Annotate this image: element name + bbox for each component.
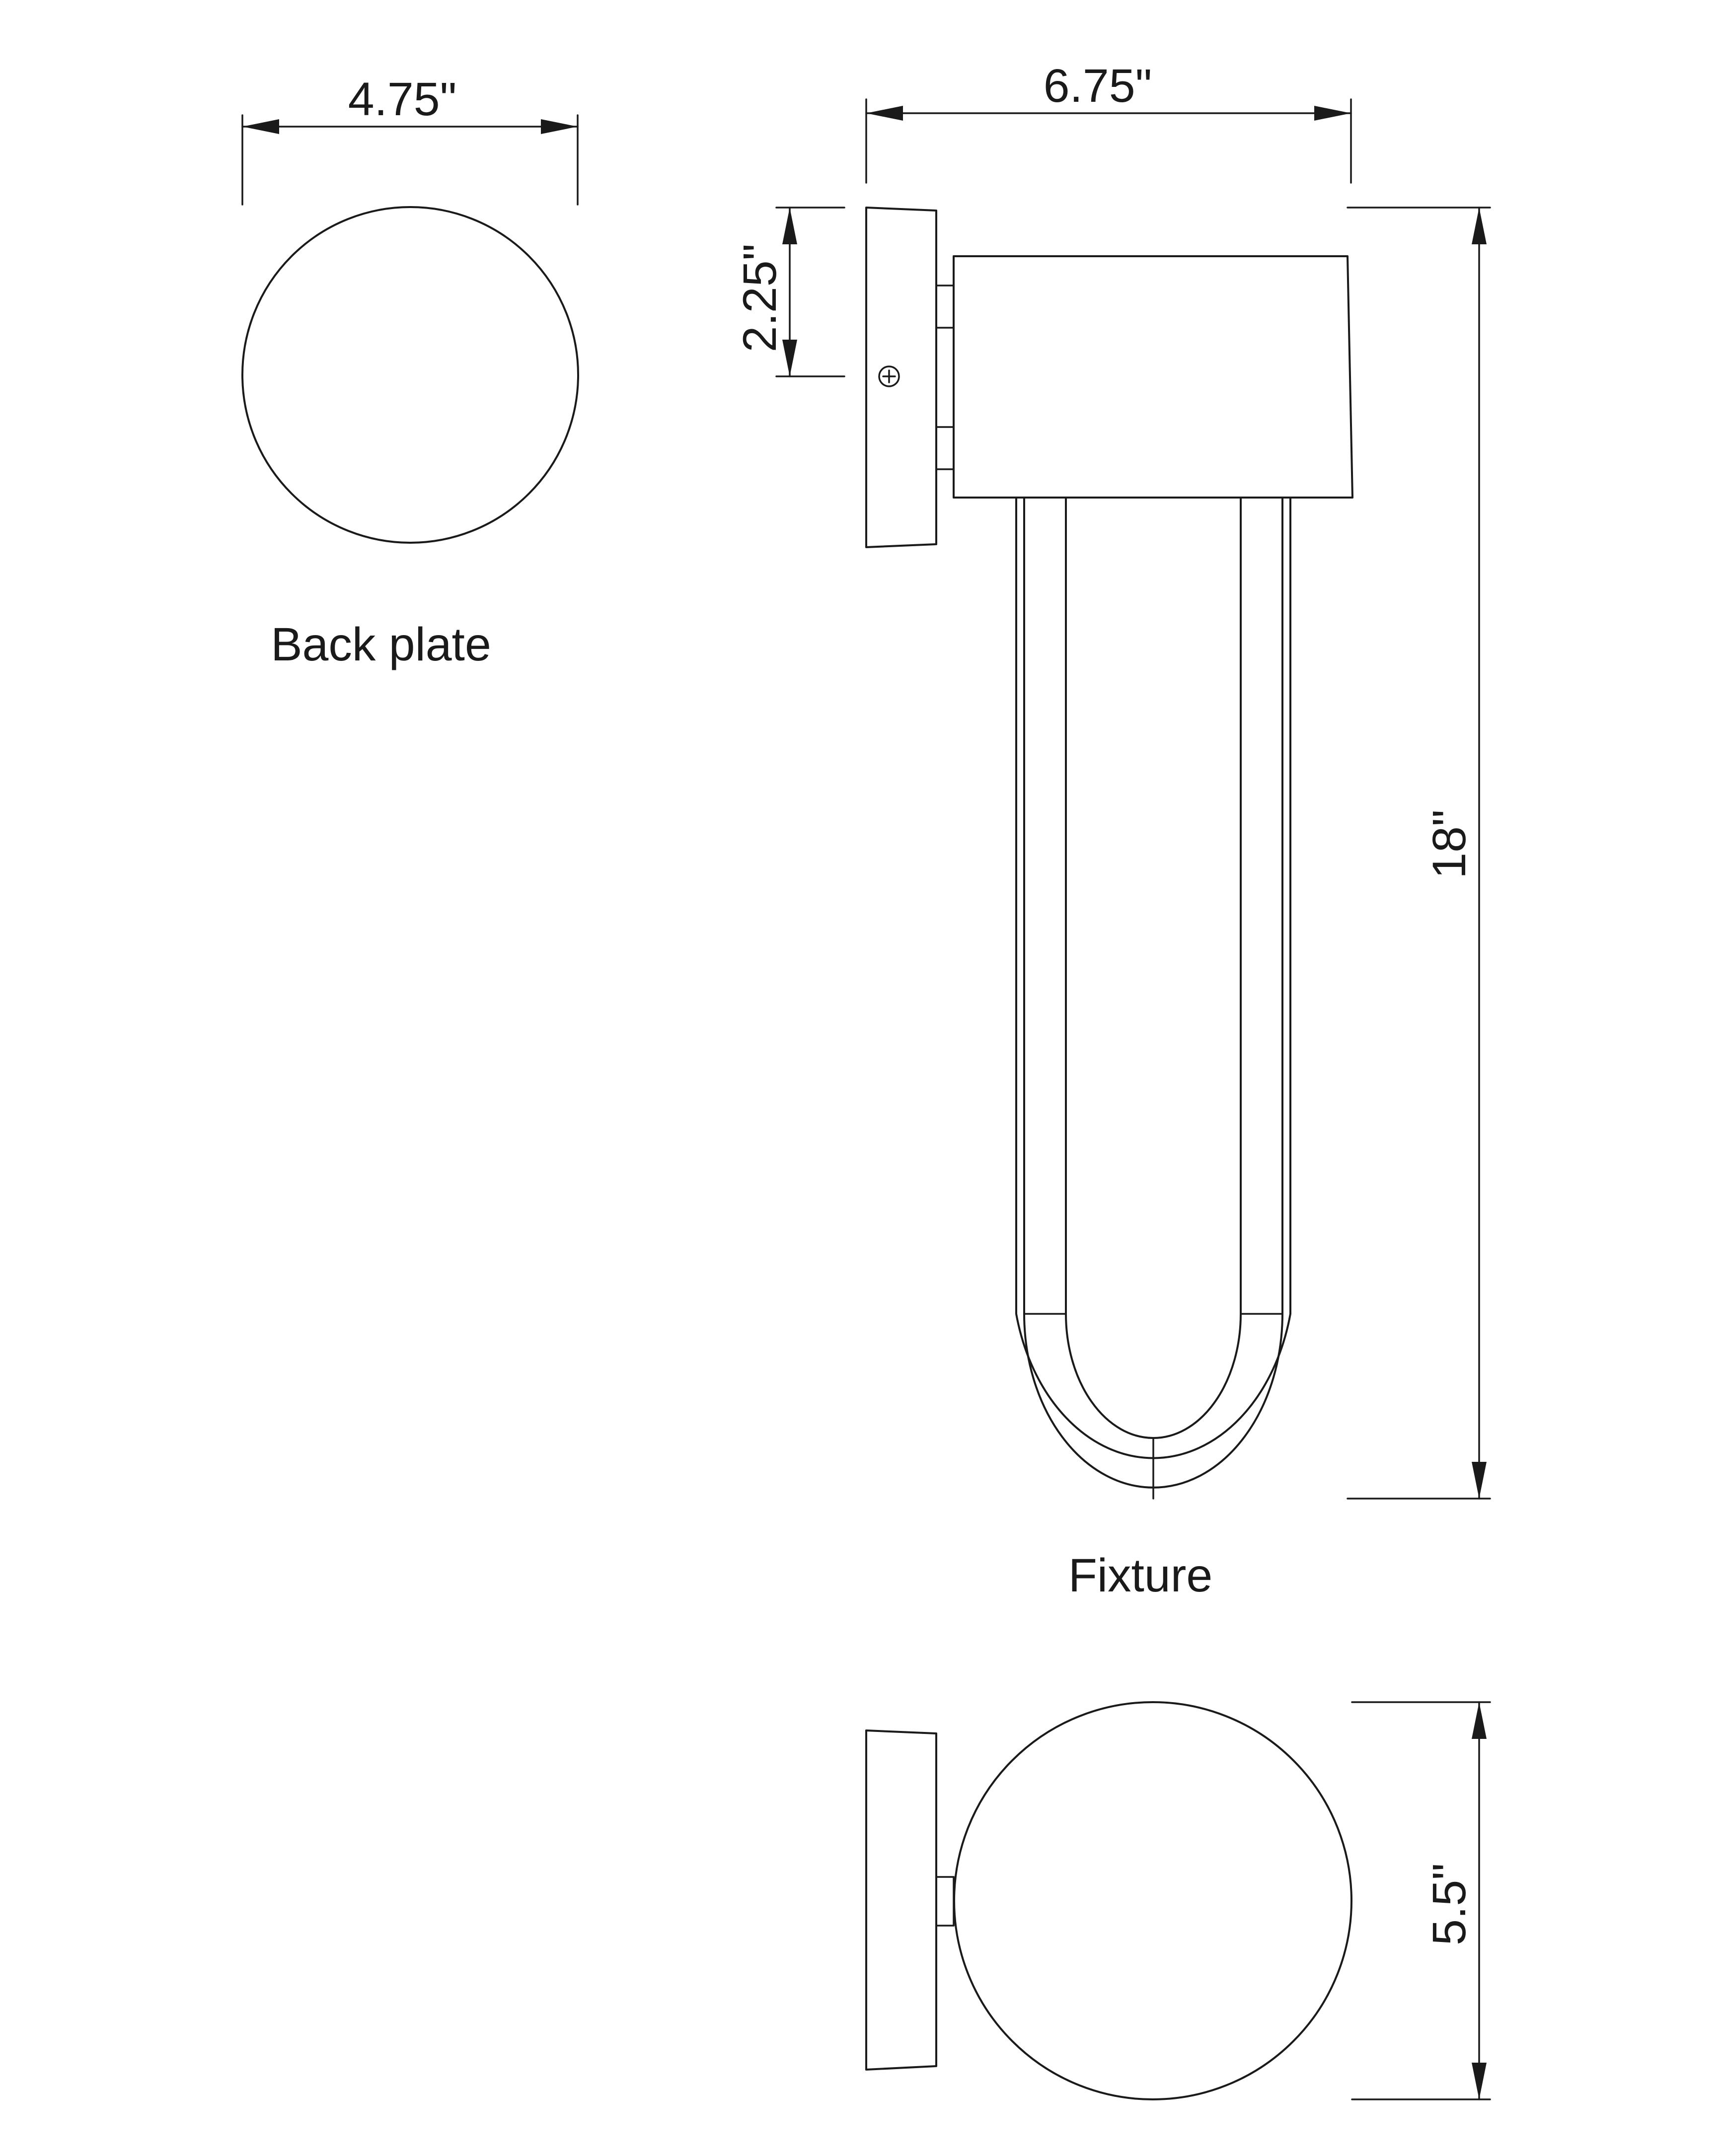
u-arm (1015, 497, 1291, 1500)
wall-plate (865, 207, 937, 548)
plate-height-arrow-top (782, 208, 797, 244)
fixture-width-label: 6.75" (1044, 60, 1152, 112)
fixture-side-view: 6.75" 2.25" 18" Fixture (734, 60, 1491, 1602)
plate-height-label: 2.25" (734, 244, 786, 353)
shade-diameter-arrow-top (1472, 1702, 1487, 1739)
backplate-view: 4.75" Back plate (241, 73, 579, 671)
fixture-height-label: 18" (1423, 809, 1476, 878)
backplate-width-arrow-right (541, 119, 578, 134)
fixture-caption: Fixture (1068, 1549, 1212, 1602)
screw-icon (878, 365, 900, 387)
fixture-height-arrow-bottom (1472, 1462, 1487, 1499)
fixture-width-arrow-right (1314, 106, 1351, 121)
fixture-height-arrow-top (1472, 208, 1487, 244)
fixture-width-arrow-left (866, 106, 903, 121)
shade-end-circle (953, 1701, 1352, 2100)
backplate-width-arrow-left (242, 119, 279, 134)
backplate-caption: Back plate (271, 618, 491, 671)
backplate-width-label: 4.75" (348, 73, 457, 126)
end-view-wall-plate (865, 1729, 937, 2071)
backplate-circle (241, 206, 579, 544)
shade-diameter-arrow-bottom (1472, 2063, 1487, 2099)
shade-drum (953, 255, 1353, 499)
shade-end-view: 5.5" (865, 1701, 1491, 2100)
plate-height-arrow-bottom (782, 340, 797, 376)
shade-diameter-label: 5.5" (1423, 1863, 1476, 1945)
